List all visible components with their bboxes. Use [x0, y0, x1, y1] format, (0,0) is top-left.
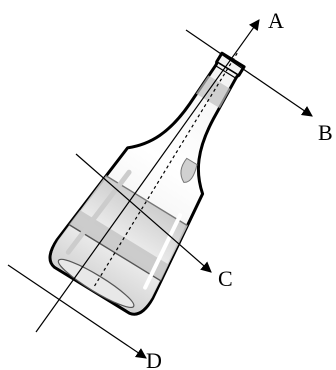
- liquid-band: [68, 210, 169, 281]
- shoulder-highlight: [180, 157, 198, 183]
- glass-reflection-2: [143, 213, 183, 290]
- label-b: B: [318, 120, 333, 145]
- axis-a-line: [35, 19, 260, 333]
- bottle-axis: [92, 52, 238, 289]
- bottle-lip-ring-2: [215, 65, 237, 79]
- label-a: A: [268, 8, 284, 33]
- glass-reflection: [65, 169, 132, 255]
- bottle: [48, 51, 246, 316]
- label-c: C: [218, 266, 233, 291]
- axis-b-line: [185, 29, 313, 117]
- neck-band: [195, 75, 231, 109]
- axis-c-line: [75, 153, 212, 273]
- axis-d-line: [7, 264, 147, 359]
- label-d: D: [146, 348, 162, 370]
